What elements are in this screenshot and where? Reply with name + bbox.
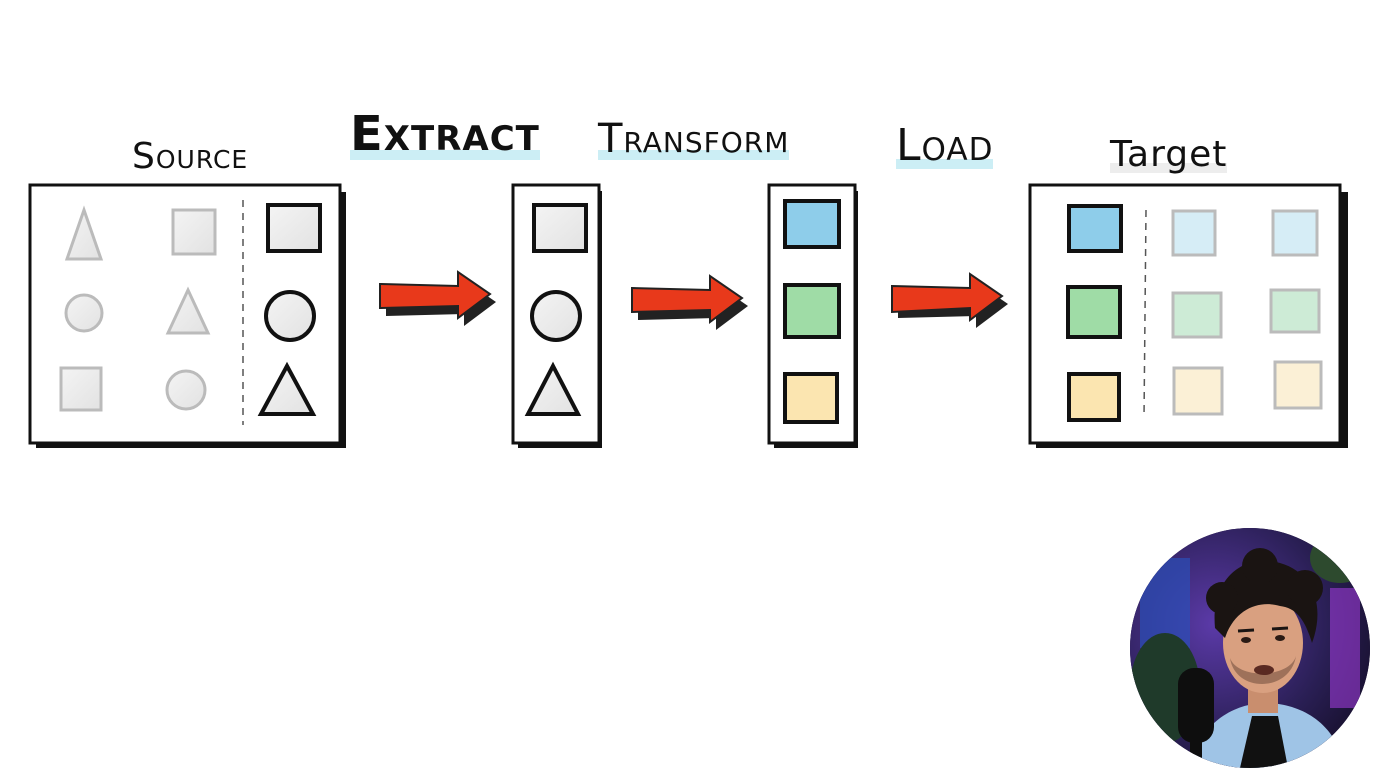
- circle-icon: [264, 290, 316, 342]
- square-icon: [266, 203, 322, 253]
- presenter-video-icon: [1130, 528, 1370, 768]
- source-label-text: Source: [132, 136, 249, 177]
- source-label: Source: [132, 136, 248, 177]
- extract-box: [511, 183, 602, 448]
- load-label-text: Load: [896, 120, 994, 171]
- blue-square-icon: [783, 199, 841, 249]
- extract-arrow-icon: [379, 270, 496, 326]
- faded-triangle-icon: [165, 286, 211, 335]
- faded-triangle-icon: [64, 205, 104, 261]
- faded-green-square-icon: [1171, 291, 1223, 339]
- circle-icon: [530, 290, 582, 342]
- target-divider: [1143, 209, 1147, 419]
- load-arrow-icon: [891, 272, 1008, 328]
- yellow-square-icon: [1067, 372, 1121, 422]
- target-box: [1028, 183, 1348, 448]
- transform-label-text: Transform: [598, 116, 790, 162]
- faded-yellow-square-icon: [1172, 366, 1224, 416]
- transform-label: Transform: [598, 116, 790, 162]
- target-label-text: Target: [1110, 134, 1228, 175]
- blue-square-icon: [1067, 204, 1123, 253]
- faded-square-icon: [171, 208, 217, 256]
- source-box: [28, 183, 346, 448]
- faded-blue-square-icon: [1171, 209, 1217, 257]
- transform-box: [767, 183, 858, 448]
- extract-label: Extract: [350, 106, 540, 162]
- triangle-icon: [257, 361, 317, 416]
- transform-arrow-icon: [631, 274, 748, 330]
- green-square-icon: [1066, 285, 1122, 339]
- target-label: Target: [1110, 134, 1228, 175]
- faded-blue-square-icon: [1271, 209, 1319, 257]
- yellow-square-icon: [783, 372, 839, 424]
- faded-square-icon: [59, 366, 103, 412]
- load-label: Load: [896, 120, 994, 171]
- triangle-icon: [524, 361, 582, 416]
- green-square-icon: [783, 283, 841, 339]
- square-icon: [532, 203, 588, 253]
- extract-label-text: Extract: [350, 106, 540, 162]
- faded-circle-icon: [64, 293, 104, 333]
- presenter-webcam: [1130, 528, 1370, 768]
- faded-green-square-icon: [1269, 288, 1321, 334]
- faded-circle-icon: [165, 369, 207, 411]
- faded-yellow-square-icon: [1273, 360, 1323, 410]
